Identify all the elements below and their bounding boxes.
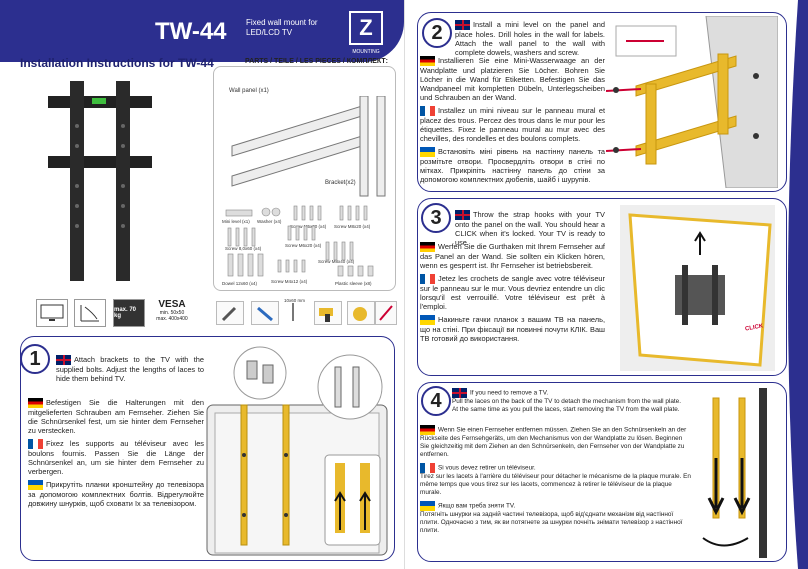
part-dowel: Dowel 12x60 (x4) bbox=[222, 281, 258, 286]
step4-en: Pull the laces on the back of the TV to … bbox=[452, 398, 682, 413]
step1-illustration bbox=[206, 346, 388, 556]
step1-de: Befestigen Sie die Halterungen mit den m… bbox=[28, 398, 204, 436]
step4-ua-title: Якщо вам треба зняти ТV. bbox=[438, 502, 516, 510]
step4-text-lower: Wenn Sie einen Fernseher entfernen müsse… bbox=[420, 425, 692, 535]
step2-illustration bbox=[606, 16, 778, 188]
uk-flag-icon bbox=[56, 355, 71, 366]
wall-panel-illustration bbox=[231, 96, 386, 197]
tv-icon bbox=[36, 299, 68, 327]
vesa-min: min. 50x50 bbox=[159, 310, 185, 316]
step2-text: Install a mini level on the panel and pl… bbox=[455, 20, 605, 61]
step1-ua: Прикрутіть планки кронштейну до телевізо… bbox=[28, 480, 204, 509]
de-flag-icon bbox=[420, 425, 435, 435]
part-screw-m8: Screw M8x20 (x4) bbox=[334, 224, 371, 229]
part-screw-m5: Screw M5x20 (x4) bbox=[290, 224, 327, 229]
ua-flag-icon bbox=[420, 147, 435, 158]
step3-text-lower: Werfen Sie die Gurthaken mit Ihrem Ferns… bbox=[420, 242, 605, 347]
step3-fr: Jetez les crochets de sangle avec votre … bbox=[420, 274, 605, 312]
step4-number: 4 bbox=[421, 386, 451, 416]
fr-flag-icon bbox=[420, 463, 435, 473]
vesa-title: VESA bbox=[158, 299, 186, 310]
drill-size: 10x60 mm bbox=[284, 298, 306, 303]
wrench-icon bbox=[216, 301, 244, 325]
tilt-icon bbox=[74, 299, 106, 327]
mount-product-illustration bbox=[48, 81, 152, 281]
bracket-label: Bracket(x2) bbox=[325, 180, 356, 186]
step3-de: Werfen Sie die Gurthaken mit Ihrem Ferns… bbox=[420, 242, 605, 271]
drill-icon bbox=[314, 301, 342, 325]
page-divider bbox=[404, 0, 405, 569]
part-washer: Washer (x4) bbox=[257, 219, 282, 224]
step4-illustration bbox=[702, 388, 767, 558]
header-banner bbox=[0, 0, 404, 62]
hardware-illustration bbox=[225, 205, 374, 277]
model-name: TW-44 bbox=[155, 18, 227, 45]
step2-ua: Встановіть міні рівень на настінну панел… bbox=[420, 147, 605, 185]
pencil-icon bbox=[375, 301, 397, 325]
ua-flag-icon bbox=[28, 480, 43, 491]
step1-fr: Fixez les supports au téléviseur avec le… bbox=[28, 439, 204, 477]
step4-ua: Потягніть шнурки на задній частині телев… bbox=[420, 511, 683, 534]
step4-panel bbox=[417, 382, 787, 562]
step2-text-lower: Installieren Sie eine Mini-Wasserwaage a… bbox=[420, 56, 605, 188]
step2-de: Installieren Sie eine Mini-Wasserwaage a… bbox=[420, 56, 605, 103]
step4-fr-title: Si vous devez retirer un téléviseur. bbox=[438, 464, 536, 472]
vesa-max: max. 400x400 bbox=[156, 316, 188, 322]
step4-en-title: If you need to remove a TV. bbox=[470, 389, 549, 397]
step3-number: 3 bbox=[421, 203, 451, 233]
part-screw-8: Screw 8,0x60 (x4) bbox=[225, 246, 262, 251]
step2-number: 2 bbox=[422, 18, 452, 48]
fr-flag-icon bbox=[28, 439, 43, 450]
step1-text: Attach brackets to the TV with the suppl… bbox=[56, 355, 204, 387]
uk-flag-icon bbox=[455, 20, 470, 31]
brand-logo: Z bbox=[349, 11, 383, 45]
step3-text: Throw the strap hooks with your TV onto … bbox=[455, 210, 605, 251]
part-mini-level: Mini level (x1) bbox=[222, 219, 250, 224]
screwdriver-icon bbox=[251, 301, 279, 325]
tape-measure-icon bbox=[347, 301, 375, 325]
weight-icon: max. 70 kg bbox=[113, 299, 145, 327]
de-flag-icon bbox=[28, 398, 43, 409]
step4-text: If you need to remove a TV. Pull the lac… bbox=[452, 388, 687, 418]
fr-flag-icon bbox=[420, 106, 435, 117]
step2-en: Install a mini level on the panel and pl… bbox=[455, 20, 605, 58]
wall-panel-label: Wall panel (x1) bbox=[229, 88, 269, 94]
page-title: Installation Instructions for TW-44 bbox=[20, 56, 214, 70]
uk-flag-icon bbox=[452, 388, 467, 398]
step2-fr: Installez un mini niveau sur le panneau … bbox=[420, 106, 605, 144]
step1-number: 1 bbox=[20, 344, 50, 374]
step3-en: Throw the strap hooks with your TV onto … bbox=[455, 210, 605, 248]
parts-title: PARTS / TEILE / LES PIECES / КОМПЛЕКТ: bbox=[245, 58, 388, 65]
ua-flag-icon bbox=[420, 501, 435, 511]
step4-fr: Tirez sur les lacets à l'arrière du télé… bbox=[420, 473, 691, 496]
step1-text-lower: Befestigen Sie die Halterungen mit den m… bbox=[28, 398, 204, 512]
parts-box bbox=[213, 66, 396, 291]
fr-flag-icon bbox=[420, 274, 435, 285]
step1-en: Attach brackets to the TV with the suppl… bbox=[56, 355, 204, 384]
right-edge-accent bbox=[788, 0, 808, 569]
weight-limit: max. 70 kg bbox=[114, 307, 137, 319]
step4-de: Wenn Sie einen Fernseher entfernen müsse… bbox=[420, 426, 687, 458]
part-screw-m4: Screw M4x12 (x4) bbox=[271, 279, 308, 284]
part-screw-m6: Screw M6x20 (x4) bbox=[285, 243, 322, 248]
de-flag-icon bbox=[420, 242, 435, 253]
drill-bit-icon bbox=[280, 301, 308, 325]
part-plastic-sleeve: Plastic sleeve (x8) bbox=[335, 281, 372, 286]
brand-logo-text: MOUNTING bbox=[352, 49, 380, 55]
de-flag-icon bbox=[420, 56, 435, 67]
part-screw-m8b: Screw M8x40 (x4) bbox=[318, 259, 355, 264]
ua-flag-icon bbox=[420, 315, 435, 326]
step3-illustration bbox=[620, 205, 775, 371]
header-subtitle: Fixed wall mount for LED/LCD TV bbox=[246, 18, 318, 37]
step3-ua: Накиньте гачки планок з вашим ТВ на пане… bbox=[420, 315, 605, 344]
uk-flag-icon bbox=[455, 210, 470, 221]
vesa-spec: VESA min. 50x50 max. 400x400 bbox=[152, 299, 192, 322]
